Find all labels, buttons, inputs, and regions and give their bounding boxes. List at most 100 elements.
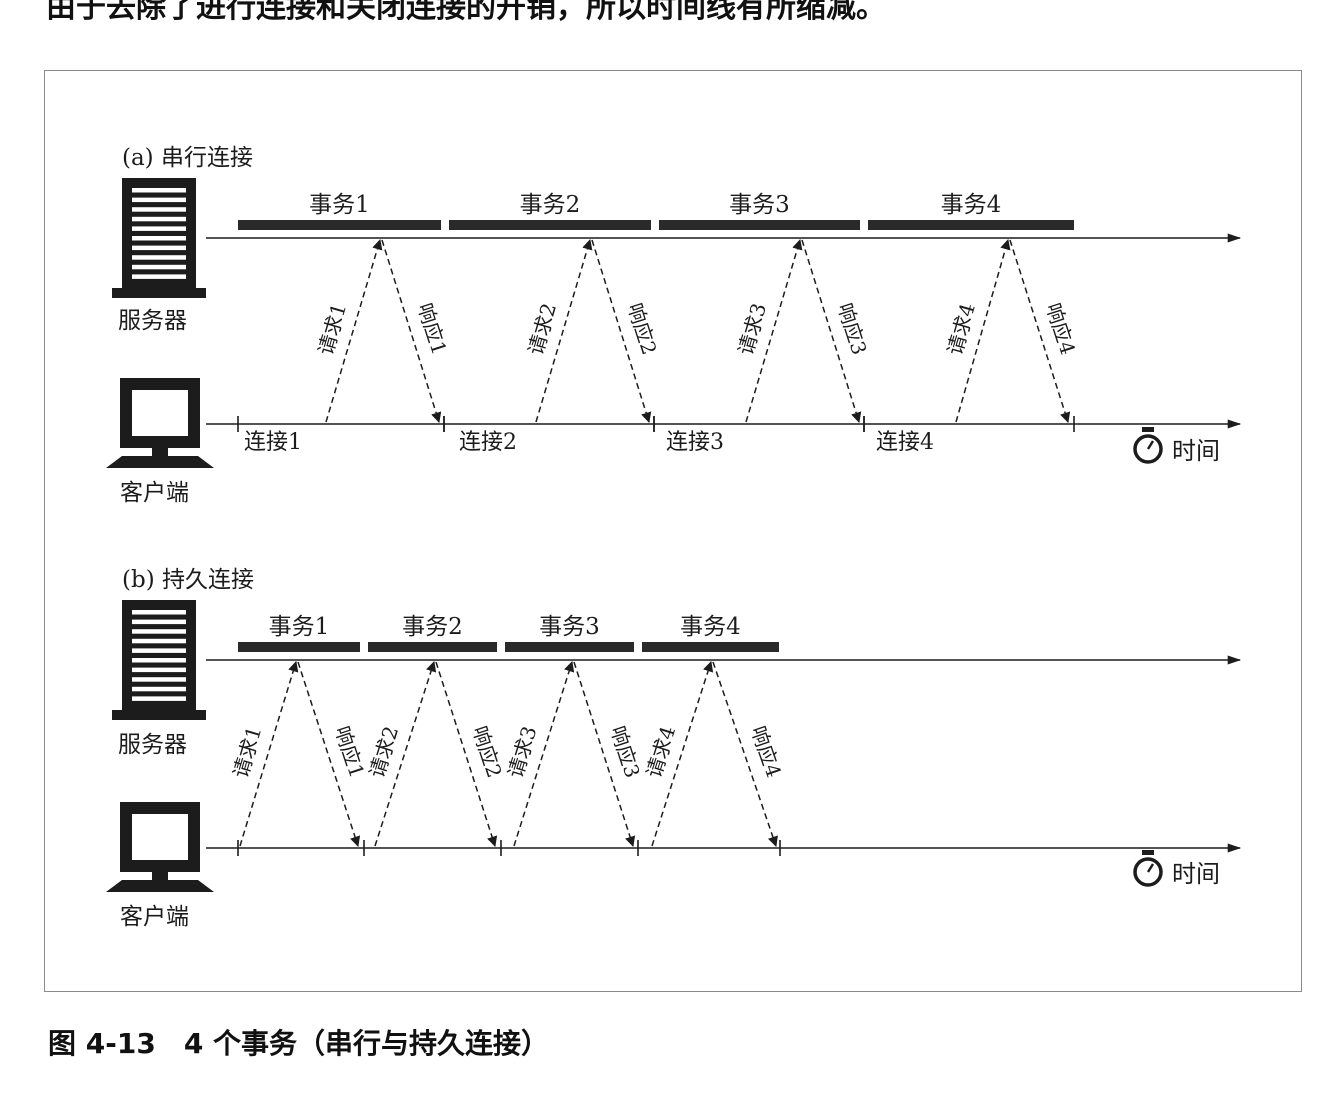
transaction-2: 事务2 请求2 响应2	[363, 614, 507, 856]
request-label: 请求3	[503, 723, 541, 780]
response-arrow	[297, 661, 361, 847]
server-slot	[132, 245, 186, 251]
server-slot	[132, 686, 186, 692]
request-label: 请求2	[523, 300, 561, 357]
server-slot	[132, 638, 186, 644]
transaction-label: 事务1	[269, 614, 330, 640]
panel-title: (a) 串行连接	[122, 145, 253, 171]
keyboard	[106, 880, 214, 892]
monitor-neck	[152, 872, 168, 880]
transaction-bar	[238, 220, 441, 230]
request-arrow	[745, 238, 803, 423]
server-slot	[132, 667, 186, 673]
request-label: 请求4	[943, 300, 980, 357]
transaction-bar	[368, 642, 497, 652]
stopwatch-button	[1142, 850, 1154, 855]
time-label: 时间	[1172, 860, 1220, 888]
server-slot	[132, 216, 186, 222]
transaction-label: 事务3	[729, 192, 790, 218]
server-label: 服务器	[118, 732, 187, 758]
connection-label: 连接1	[244, 430, 302, 455]
response-arrow	[712, 661, 778, 847]
transaction-2: 事务2 请求2 响应2 连接2	[443, 192, 662, 455]
request-arrow	[955, 238, 1011, 423]
response-arrow	[591, 239, 652, 424]
server-slot	[132, 619, 186, 625]
monitor-screen	[132, 814, 188, 860]
response-arrow	[381, 239, 442, 424]
server-slot	[132, 696, 186, 701]
stopwatch-hand	[1146, 863, 1155, 873]
figure-frame	[44, 70, 1302, 992]
client-label: 客户端	[120, 480, 189, 506]
stopwatch-icon	[1133, 427, 1163, 464]
server-slot	[132, 274, 186, 279]
request-arrow	[325, 238, 383, 423]
response-arrow	[573, 661, 636, 847]
server-base	[112, 288, 206, 298]
server-icon	[112, 600, 206, 720]
transaction-bar	[659, 220, 860, 230]
server-slot	[132, 236, 186, 241]
response-label: 响应4	[746, 723, 786, 781]
server-slot	[132, 648, 186, 653]
request-label: 请求4	[641, 723, 680, 781]
top-text: 由于去除了进行连接和关闭连接的开销，所以时间线有所缩减。	[46, 0, 886, 25]
request-label: 请求2	[364, 723, 403, 781]
transaction-label: 事务1	[309, 192, 370, 218]
response-label: 响应3	[606, 723, 645, 781]
transaction-4: 事务4 请求4 响应4	[637, 614, 786, 856]
server-slot	[132, 629, 186, 634]
transaction-bar	[642, 642, 779, 652]
computer-icon	[106, 378, 214, 468]
stopwatch-button	[1142, 427, 1154, 432]
stopwatch-dial	[1133, 857, 1163, 887]
transaction-4: 事务4 请求4 响应4 连接4	[863, 192, 1080, 455]
connection-label: 连接3	[666, 430, 724, 455]
connection-label: 连接2	[459, 430, 517, 455]
response-label: 响应2	[468, 723, 507, 781]
response-arrow	[801, 239, 862, 424]
transaction-bar	[868, 220, 1074, 230]
connection-label: 连接4	[876, 430, 934, 455]
monitor-neck	[152, 448, 168, 456]
response-label: 响应4	[1041, 300, 1080, 358]
stopwatch-icon	[1133, 850, 1163, 887]
panel-title: (b) 持久连接	[122, 567, 254, 593]
stopwatch-hand	[1146, 440, 1155, 450]
caption-number: 图 4-13	[48, 1027, 156, 1060]
server-base	[112, 710, 206, 720]
server-body	[122, 178, 196, 288]
request-label: 请求1	[228, 723, 266, 780]
transaction-label: 事务4	[680, 614, 741, 640]
server-slot	[132, 658, 186, 663]
server-slot	[132, 610, 186, 615]
stopwatch-dial	[1133, 434, 1163, 464]
request-arrow	[651, 661, 714, 847]
request-label: 请求3	[733, 300, 771, 357]
server-label: 服务器	[118, 308, 187, 334]
transaction-label: 事务2	[520, 192, 581, 218]
server-slot	[132, 264, 186, 270]
transaction-bar	[505, 642, 634, 652]
transaction-label: 事务2	[402, 614, 463, 640]
computer-icon	[106, 802, 214, 892]
request-arrow	[535, 238, 593, 423]
request-arrow	[374, 661, 437, 847]
response-label: 响应2	[623, 300, 662, 358]
response-arrow	[1009, 239, 1071, 424]
client-label: 客户端	[120, 904, 189, 930]
response-arrow	[435, 661, 498, 847]
server-slot	[132, 226, 186, 231]
transaction-label: 事务4	[941, 192, 1002, 218]
server-icon	[112, 178, 206, 298]
keyboard	[106, 456, 214, 468]
